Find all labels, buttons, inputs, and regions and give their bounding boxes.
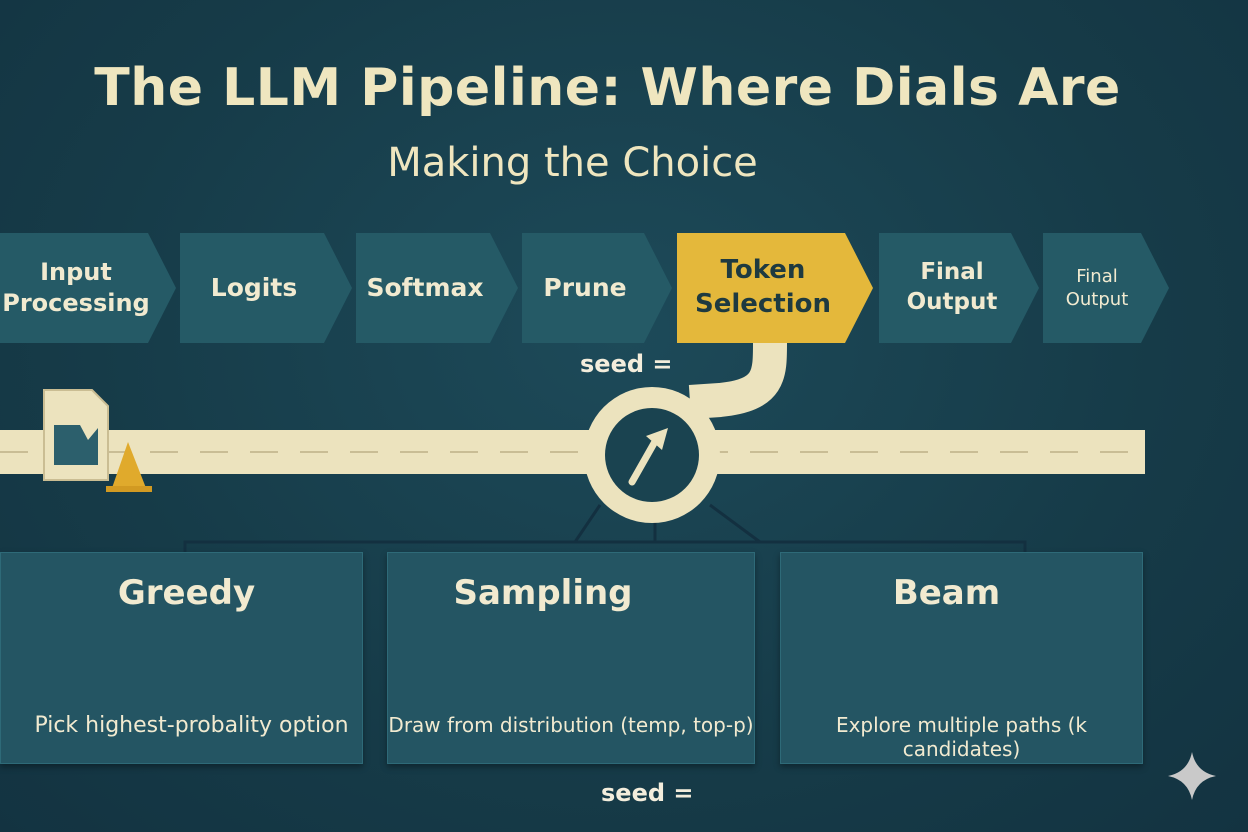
step-label: Token xyxy=(720,255,806,286)
pipeline-step-final-output-2[interactable]: Final Output xyxy=(1043,233,1169,343)
roundabout-center xyxy=(605,408,699,502)
seed-label-bottom: seed = xyxy=(601,779,694,807)
card-title: Greedy xyxy=(117,573,256,613)
roundabout-arrow-icon xyxy=(628,428,668,486)
card-title: Sampling xyxy=(453,573,633,613)
step-label: Processing xyxy=(2,289,150,317)
step-label: Selection xyxy=(694,289,832,319)
branch-connectors xyxy=(183,503,1027,552)
page-subtitle: Making the Choice xyxy=(387,140,758,186)
step-label: Final Output xyxy=(1065,265,1129,310)
card-greedy[interactable]: Greedy Pick highest-probality option xyxy=(0,552,363,764)
card-description: Pick highest-probality option xyxy=(34,713,349,738)
traffic-cone-icon xyxy=(106,442,152,492)
pipeline-step-logits[interactable]: Logits xyxy=(180,233,352,343)
card-beam[interactable]: Beam Explore multiple paths (k candidate… xyxy=(780,552,1143,764)
page-title: The LLM Pipeline: Where Dials Are xyxy=(94,58,1121,118)
seed-label-top: seed = xyxy=(580,350,673,378)
branch-road xyxy=(688,342,787,419)
document-icon xyxy=(43,389,109,481)
step-label: Softmax xyxy=(366,272,484,302)
step-label: Input xyxy=(40,257,112,286)
card-description: Draw from distribution (temp, top-p) xyxy=(388,713,754,737)
card-description: Explore multiple paths (k candidates) xyxy=(835,713,1088,761)
card-title: Beam xyxy=(892,573,1001,613)
step-label: Logits xyxy=(210,272,298,302)
card-sampling[interactable]: Sampling Draw from distribution (temp, t… xyxy=(387,552,755,764)
pipeline-step-softmax[interactable]: Softmax xyxy=(356,233,518,343)
step-label: Prune xyxy=(543,272,627,302)
sparkle-icon xyxy=(1168,752,1216,800)
step-label: Final Output xyxy=(906,259,998,315)
pipeline-step-final-output[interactable]: Final Output xyxy=(879,233,1039,343)
pipeline-step-prune[interactable]: Prune xyxy=(522,233,672,343)
